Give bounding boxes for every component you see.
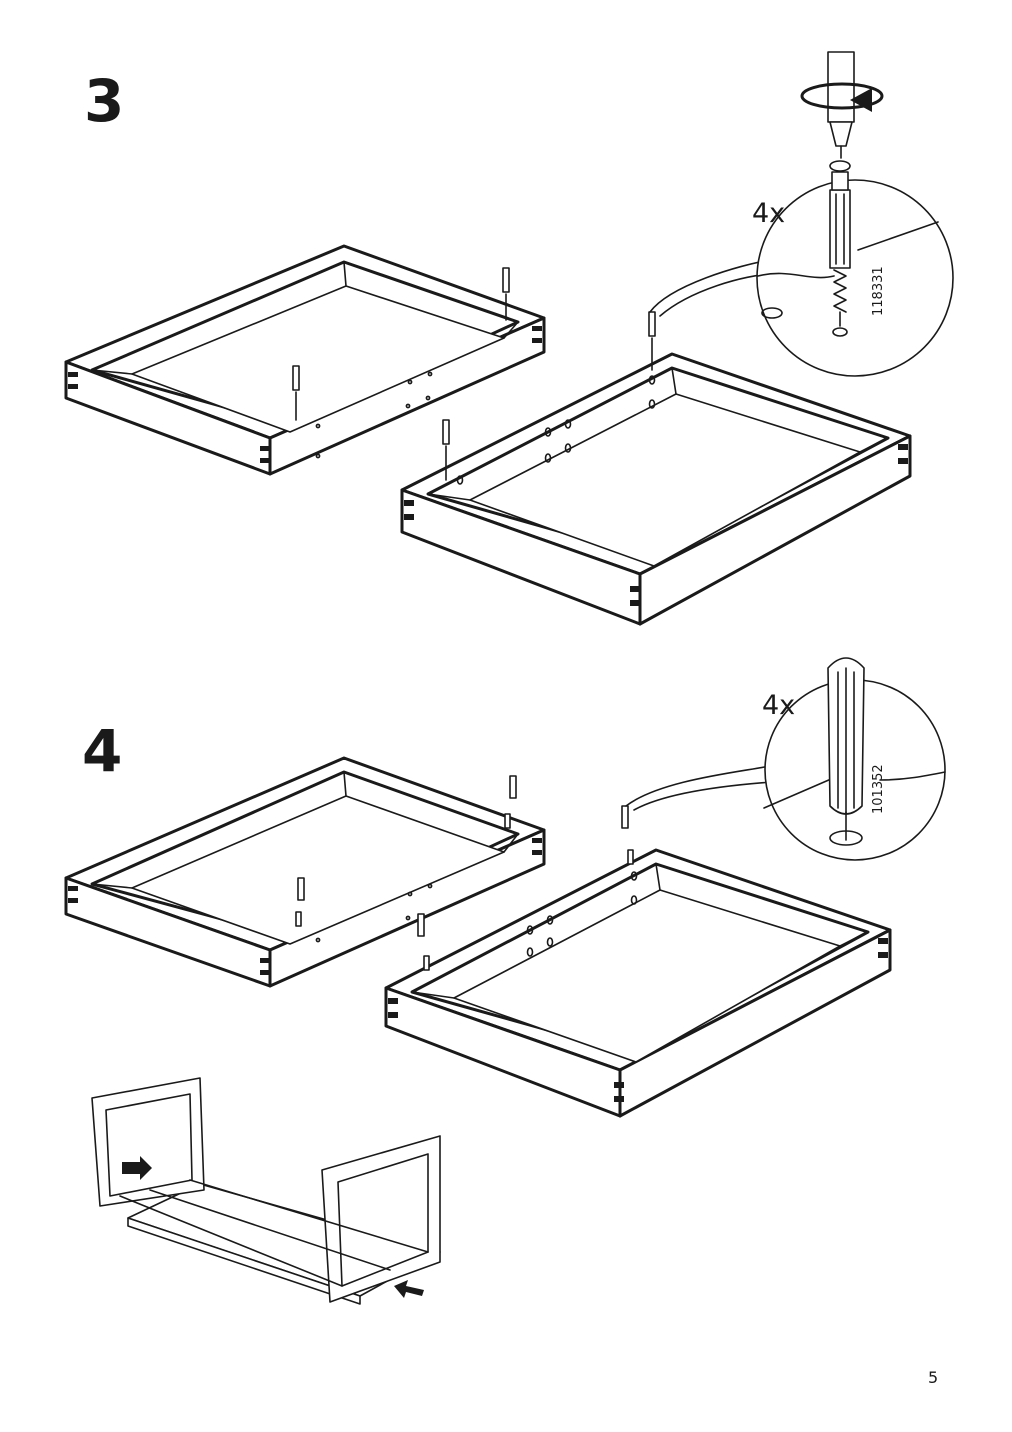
step-4-number: 4 bbox=[82, 717, 123, 785]
page-number: 5 bbox=[928, 1368, 939, 1387]
bench-assembly-sketch bbox=[91, 1077, 441, 1305]
push-arrow-icon bbox=[122, 1156, 152, 1180]
step3-part-number: 118331 bbox=[871, 266, 886, 316]
rotation-arrow-icon bbox=[800, 82, 884, 112]
push-arrow-icon bbox=[394, 1280, 424, 1298]
step3-quantity-label: 4x bbox=[752, 198, 785, 229]
step3-detail-callout: 4x 118331 bbox=[649, 160, 954, 377]
step-3-number: 3 bbox=[84, 67, 125, 135]
step4-detail-callout: 4x 101352 bbox=[625, 657, 946, 861]
step4-frame-right bbox=[384, 805, 892, 1118]
step3-frame-left bbox=[64, 244, 546, 476]
screwdriver-icon bbox=[827, 51, 855, 159]
step4-frame-left bbox=[64, 756, 546, 988]
step3-frame-right bbox=[400, 311, 912, 626]
step4-quantity-label: 4x bbox=[762, 690, 795, 721]
step4-part-number: 101352 bbox=[871, 764, 886, 814]
